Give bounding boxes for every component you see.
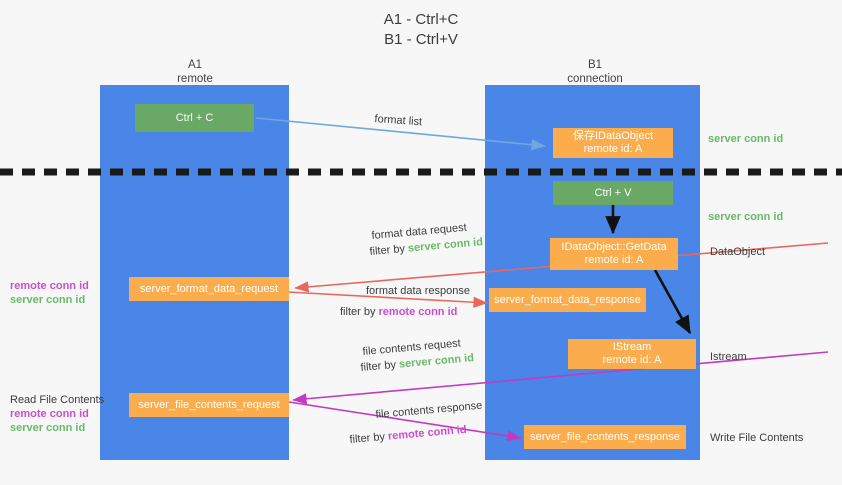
annotation-server-conn-id-second: server conn id [708, 210, 783, 224]
annotation-read-file-contents: Read File Contents remote conn id server… [10, 393, 104, 435]
title-line-2: B1 - Ctrl+V [384, 31, 458, 48]
box-ctrl-v-label: Ctrl + V [594, 186, 632, 199]
annotation-format-server-conn-id: server conn id [10, 294, 86, 306]
box-save-idataobject-label: 保存IDataObject [572, 130, 654, 142]
annotation-dataobject-text: DataObject [710, 246, 766, 258]
annotation-server-conn-id-top-text: server conn id [708, 133, 784, 145]
label-format-data-response-filter-prefix: filter by [340, 306, 379, 318]
box-save-idataobject-sub: remote id: A [583, 143, 643, 155]
box-server-file-contents-response[interactable]: server_file_contents_response [524, 425, 686, 449]
label-file-contents-response-filter-value: remote conn id [387, 423, 468, 443]
box-istream-sub: remote id: A [602, 354, 662, 366]
box-ctrl-c-label: Ctrl + C [175, 111, 214, 124]
box-istream[interactable]: IStream remote id: A [568, 339, 696, 369]
label-file-contents-response-filter-prefix: filter by [349, 430, 389, 446]
annotation-write-file-contents: Write File Contents [710, 431, 803, 445]
label-file-contents-request-filter-prefix: filter by [360, 358, 400, 374]
label-format-data-request-filter-prefix: filter by [369, 242, 409, 258]
box-server-format-data-response-label: server_format_data_response [494, 293, 641, 306]
box-idataobject-getdata-sub: remote id: A [584, 254, 644, 266]
annotation-server-conn-id-top: server conn id [708, 132, 783, 146]
column-header-b1-sub: connection [567, 73, 623, 85]
annotation-read-file-contents-heading: Read File Contents [10, 394, 105, 406]
box-server-file-contents-request[interactable]: server_file_contents_request [129, 393, 289, 417]
column-header-a1-name: A1 [187, 59, 203, 71]
label-format-list: format list [374, 112, 423, 129]
box-ctrl-c[interactable]: Ctrl + C [135, 104, 254, 132]
box-server-file-contents-response-label: server_file_contents_response [530, 430, 680, 443]
annotation-write-file-contents-text: Write File Contents [710, 432, 804, 444]
annotation-server-conn-id-second-text: server conn id [708, 211, 784, 223]
label-format-data-response-filter: filter by remote conn id [340, 305, 457, 319]
diagram-title: A1 - Ctrl+C B1 - Ctrl+V [0, 10, 842, 50]
box-server-format-data-request[interactable]: server_format_data_request [129, 277, 289, 301]
column-header-b1-name: B1 [587, 59, 603, 71]
column-header-a1: A1 remote [130, 58, 260, 86]
annotation-read-file-server-conn-id: server conn id [10, 422, 86, 434]
box-ctrl-v[interactable]: Ctrl + V [553, 181, 673, 205]
annotation-read-file-remote-conn-id: remote conn id [10, 408, 89, 420]
annotation-istream-text: Istream [710, 351, 747, 363]
box-server-format-data-response[interactable]: server_format_data_response [489, 288, 646, 312]
box-idataobject-getdata-label: IDataObject::GetData [561, 241, 667, 253]
title-line-1: A1 - Ctrl+C [383, 11, 459, 28]
box-save-idataobject[interactable]: 保存IDataObject remote id: A [553, 128, 673, 158]
box-istream-label: IStream [612, 341, 652, 353]
dashed-divider [0, 168, 842, 176]
annotation-format-conn-ids: remote conn id server conn id [10, 279, 89, 307]
label-format-data-response-filter-value: remote conn id [378, 306, 458, 318]
box-server-file-contents-request-label: server_file_contents_request [138, 398, 280, 411]
annotation-dataobject: DataObject [710, 245, 765, 259]
annotation-format-remote-conn-id: remote conn id [10, 280, 89, 292]
box-server-format-data-request-label: server_format_data_request [139, 282, 279, 295]
label-file-contents-response-filter: filter by remote conn id [349, 423, 467, 447]
column-header-b1: B1 connection [530, 58, 660, 86]
column-header-a1-sub: remote [177, 73, 213, 85]
annotation-istream: Istream [710, 350, 747, 364]
label-format-data-response: format data response [366, 285, 470, 297]
box-idataobject-getdata[interactable]: IDataObject::GetData remote id: A [550, 238, 678, 270]
label-file-contents-response: file contents response [375, 399, 483, 421]
